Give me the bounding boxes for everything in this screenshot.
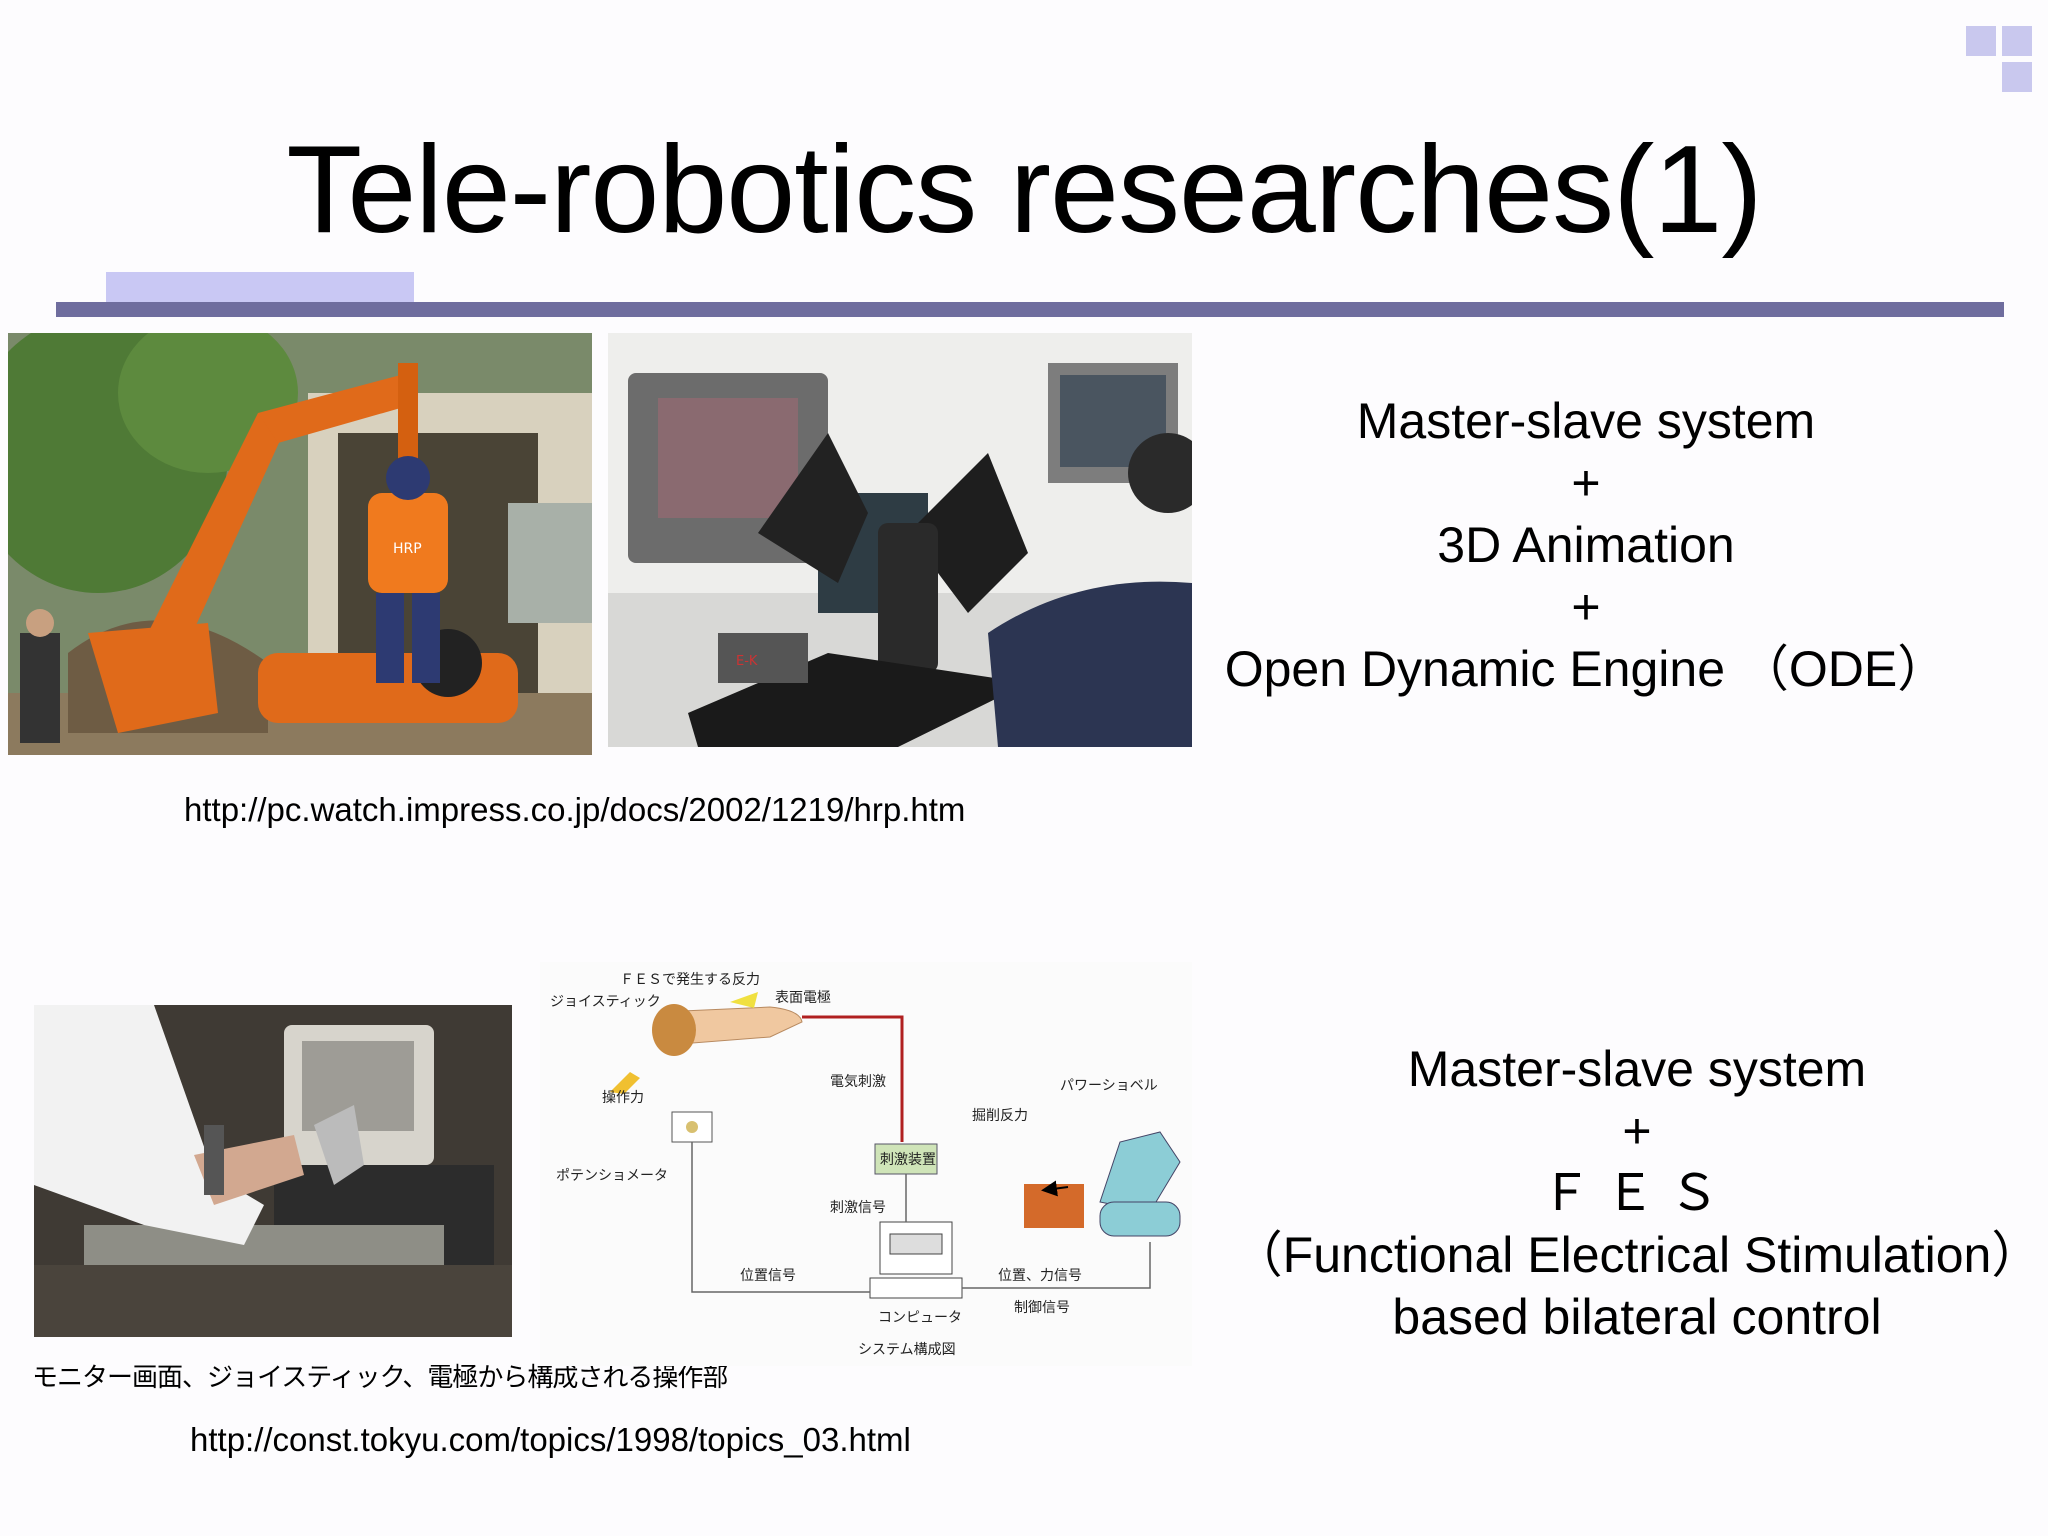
bottom-line-4: （Functional Electrical Stimulation） xyxy=(1232,1227,2042,1283)
diagram-label-position-signal: 位置信号 xyxy=(740,1268,796,1284)
slide-title: Tele-robotics researches(1) xyxy=(286,121,1762,259)
diagram-label-excavation-reaction: 掘削反力 xyxy=(972,1108,1028,1124)
top-line-3: 3D Animation xyxy=(1437,517,1735,573)
bottom-description: Master-slave system + ＦＥＳ （Functional El… xyxy=(1232,1038,2042,1348)
photo-master-slave-operator: E-K xyxy=(608,333,1192,747)
arrow-icon-fes xyxy=(730,992,758,1008)
diagram-label-stim-device: 刺激装置 xyxy=(880,1151,936,1168)
photo3-caption: モニター画面、ジョイスティック、電極から構成される操作部 xyxy=(32,1362,728,1392)
corner-decoration-sq1 xyxy=(1966,26,1996,56)
bottom-line-3: ＦＥＳ xyxy=(1541,1165,1733,1221)
corner-decoration-sq3 xyxy=(2002,62,2032,92)
title-accent-block xyxy=(106,272,414,302)
bottom-line-2: + xyxy=(1622,1103,1652,1159)
photo1-robot-label: HRP xyxy=(393,541,422,557)
diagram-label-joystick: ジョイスティック xyxy=(550,994,661,1010)
bottom-source-url[interactable]: http://const.tokyu.com/topics/1998/topic… xyxy=(190,1421,911,1458)
diagram-label-control-signal: 制御信号 xyxy=(1014,1300,1070,1316)
diagram-label-potentiometer: ポテンショメータ xyxy=(556,1168,668,1184)
diagram-label-surface-electrode: 表面電極 xyxy=(775,990,831,1006)
diagram-label-stim-signal: 刺激信号 xyxy=(830,1199,886,1216)
top-line-5: Open Dynamic Engine （ODE） xyxy=(1224,641,1948,697)
diagram-label-position-force-signal: 位置、力信号 xyxy=(998,1268,1082,1284)
top-source-url[interactable]: http://pc.watch.impress.co.jp/docs/2002/… xyxy=(184,791,966,828)
corner-decoration-sq2 xyxy=(2002,26,2032,56)
diagram-label-operating-force: 操作力 xyxy=(602,1090,644,1106)
top-description: Master-slave system + 3D Animation + Ope… xyxy=(1196,390,1976,700)
electric-stim-line xyxy=(802,1015,904,1142)
diagram-label-power-shovel: パワーショベル xyxy=(1060,1078,1158,1094)
diagram-label-electric-stim: 電気刺激 xyxy=(830,1073,886,1090)
bottom-line-1: Master-slave system xyxy=(1407,1041,1867,1097)
arrow-icon-operating-force xyxy=(610,1072,640,1094)
diagram-label-system-diagram: システム構成図 xyxy=(858,1342,956,1358)
title-rule xyxy=(56,302,2004,317)
photo-fes-operator-station xyxy=(34,1005,512,1337)
diagram-label-fes-reaction: ＦＥＳで発生する反力 xyxy=(620,972,760,988)
bottom-line-5: based bilateral control xyxy=(1392,1289,1882,1345)
diagram-label-computer: コンピュータ xyxy=(878,1310,962,1326)
photo-excavator-humanoid: HRP xyxy=(8,333,592,755)
top-line-4: + xyxy=(1571,579,1601,635)
top-line-2: + xyxy=(1571,455,1601,511)
system-diagram: ＦＥＳで発生する反力 ジョイスティック 表面電極 操作力 電気刺激 パワーショベ… xyxy=(540,962,1192,1366)
photo2-device-label: E-K xyxy=(736,654,758,669)
top-line-1: Master-slave system xyxy=(1356,393,1816,449)
